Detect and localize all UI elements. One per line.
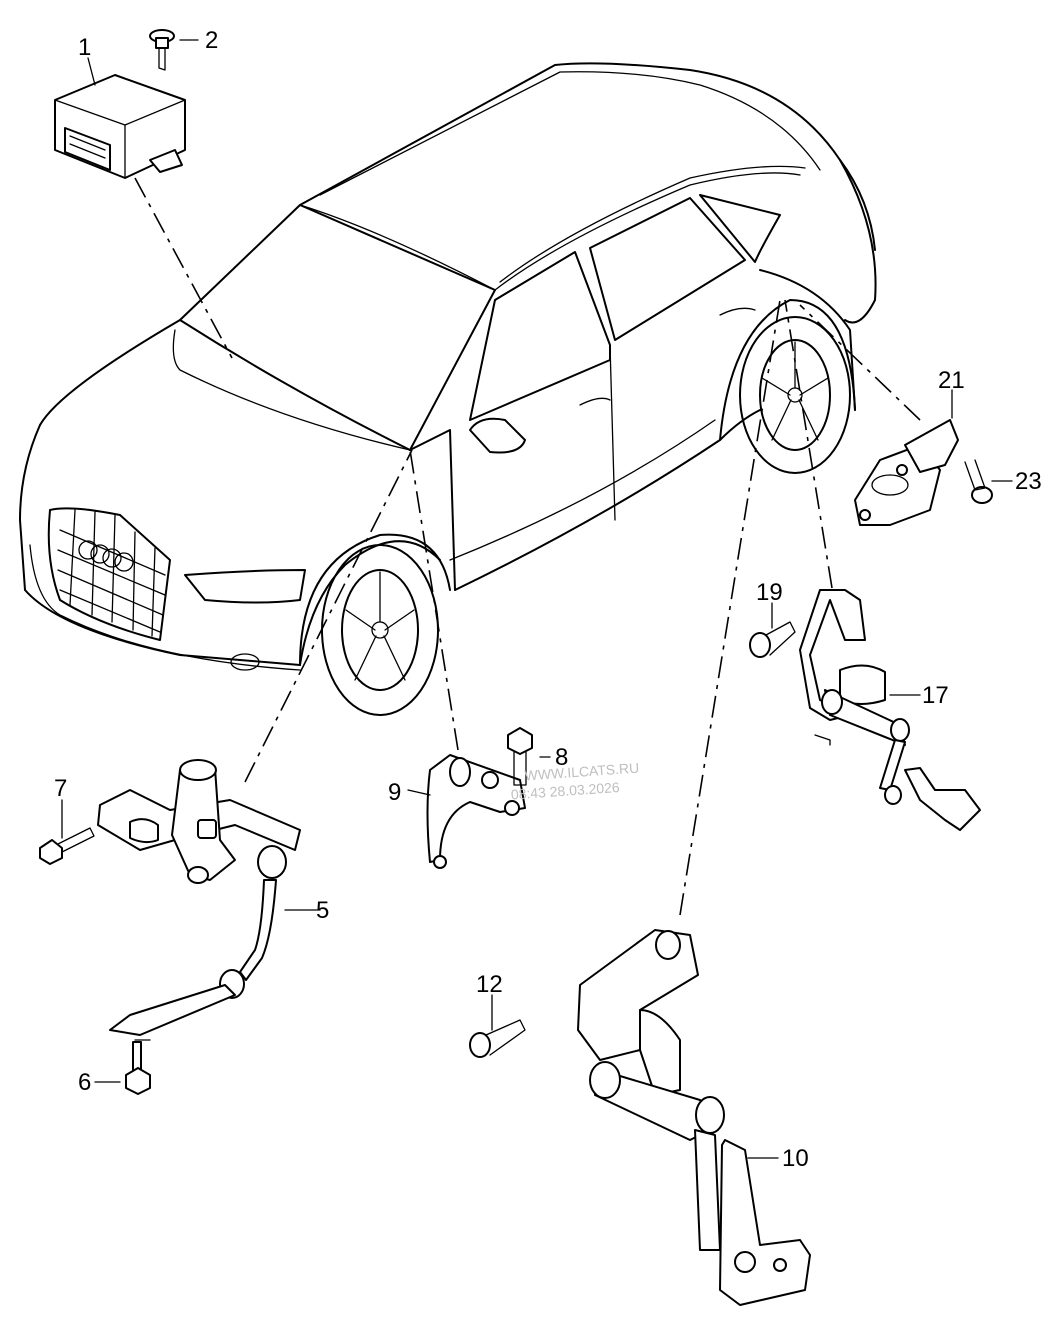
watermark-site: WWW.ILCATS.RU xyxy=(524,760,640,784)
sensor-bracket-9 xyxy=(426,754,526,869)
callout-9: 9 xyxy=(388,779,401,806)
screw-2 xyxy=(149,29,175,71)
callout-labels: 1 2 5 6 7 8 9 10 12 17 19 21 23 xyxy=(54,27,1042,1172)
callout-21: 21 xyxy=(938,367,965,394)
watermark: WWW.ILCATS.RU 08:43 28.03.2026 xyxy=(510,760,640,803)
callout-17: 17 xyxy=(922,682,949,709)
rear-wheel xyxy=(739,316,851,474)
control-module xyxy=(54,74,186,179)
callout-10: 10 xyxy=(782,1145,809,1172)
callout-23: 23 xyxy=(1015,468,1042,495)
front-wheel xyxy=(321,544,439,716)
callout-2: 2 xyxy=(205,27,218,54)
rear-sensor-17 xyxy=(799,589,981,831)
callout-leaders xyxy=(61,39,1013,1159)
nut-6 xyxy=(125,1041,151,1095)
callout-19: 19 xyxy=(756,579,783,606)
front-level-sensor xyxy=(97,759,301,1041)
bolt-12 xyxy=(469,1019,526,1058)
sensor-bracket-21 xyxy=(854,419,959,526)
bolt-23 xyxy=(964,459,993,504)
watermark-timestamp: 08:43 28.03.2026 xyxy=(510,779,620,803)
screw-8 xyxy=(507,727,533,786)
rear-level-sensor xyxy=(577,929,811,1306)
vehicle-illustration xyxy=(19,62,877,716)
callout-12: 12 xyxy=(476,971,503,998)
callout-8: 8 xyxy=(555,744,568,771)
bolt-19 xyxy=(749,621,796,658)
callout-1: 1 xyxy=(78,34,91,61)
leader-lines xyxy=(134,177,921,916)
callout-5: 5 xyxy=(316,897,329,924)
screw-7 xyxy=(39,827,95,865)
callout-7: 7 xyxy=(54,775,67,802)
callout-6: 6 xyxy=(78,1069,91,1096)
